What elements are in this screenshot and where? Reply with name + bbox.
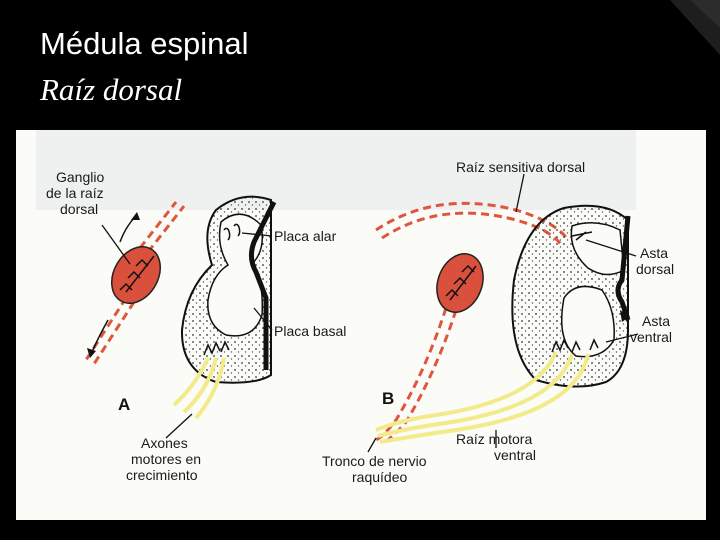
dorsal-root-upper-a — [138, 201, 178, 249]
motor-axon-a-3 — [194, 357, 226, 420]
sensory-root-b2 — [381, 211, 564, 247]
dorsal-root-ganglion-b — [436, 253, 484, 313]
arrow-down-a-icon — [91, 319, 109, 353]
label-ganglio-3: dorsal — [60, 201, 98, 217]
label-placa-basal: Placa basal — [274, 323, 346, 339]
dorsal-root-lower-a2 — [92, 301, 136, 365]
arrow-ventral-b-icon — [620, 310, 630, 322]
label-asta-ventral-1: Asta — [642, 313, 670, 329]
background-bleed — [36, 130, 636, 210]
label-ganglio-1: Ganglio — [56, 169, 104, 185]
ganglion-neurons-b — [445, 264, 477, 301]
label-ganglio-2: de la raíz — [46, 185, 104, 201]
label-axones-2: motores en — [131, 451, 201, 467]
label-asta-dorsal-1: Asta — [640, 245, 668, 261]
sensory-root-lower-b2 — [381, 309, 458, 446]
label-asta-dorsal-2: dorsal — [636, 261, 674, 277]
motor-axon-b-3 — [379, 353, 590, 444]
ventral-horn-b — [561, 285, 615, 358]
dorsal-cells-b — [571, 231, 593, 241]
leader-tronco — [367, 437, 377, 453]
dorsal-horn-b — [570, 222, 625, 276]
label-raiz-motora-2: ventral — [494, 447, 536, 463]
label-asta-ventral-2: ventral — [630, 329, 672, 345]
slide-title: Médula espinal — [40, 26, 249, 61]
panel-a: Ganglio de la raíz dorsal Placa alar Pla… — [46, 169, 346, 483]
ventral-cells-b — [551, 338, 599, 353]
slide-subtitle: Raíz dorsal — [40, 72, 183, 107]
leader-placa-basal — [253, 307, 273, 331]
basal-cells-a — [203, 340, 230, 356]
alar-cells-a — [223, 223, 241, 241]
ganglion-neurons-a — [119, 255, 155, 293]
sulcus-limitans-b — [615, 215, 631, 321]
motor-axon-a-1 — [172, 357, 210, 407]
motor-axon-b-2 — [377, 353, 574, 438]
label-tronco-1: Tronco de nervio — [322, 453, 427, 469]
sulcus-limitans-a — [248, 200, 277, 370]
leader-placa-alar — [241, 232, 273, 237]
label-placa-alar: Placa alar — [274, 228, 337, 244]
leader-ganglio — [101, 224, 131, 265]
leader-raiz-sensitiva — [515, 173, 525, 213]
leader-axones — [165, 413, 193, 439]
panel-b: Raíz sensitiva dorsal Asta dorsal Asta v… — [322, 159, 674, 485]
spinal-cord-figure: Ganglio de la raíz dorsal Placa alar Pla… — [16, 130, 706, 520]
panel-b-letter: B — [382, 389, 394, 408]
leader-asta-dorsal — [585, 239, 637, 257]
label-raiz-motora-1: Raíz motora — [456, 431, 532, 447]
leader-asta-ventral — [605, 333, 639, 343]
motor-axon-b-1 — [375, 351, 558, 432]
label-axones-3: crecimiento — [126, 467, 198, 483]
dorsal-root-upper-a2 — [146, 205, 186, 253]
corner-decoration — [670, 0, 720, 55]
label-tronco-2: raquídeo — [352, 469, 407, 485]
motor-axon-a-2 — [182, 357, 218, 414]
label-raiz-sensitiva: Raíz sensitiva dorsal — [456, 159, 585, 175]
spinal-cord-diagram: Ganglio de la raíz dorsal Placa alar Pla… — [36, 130, 674, 485]
panel-a-letter: A — [118, 395, 130, 414]
label-axones-1: Axones — [141, 435, 188, 451]
